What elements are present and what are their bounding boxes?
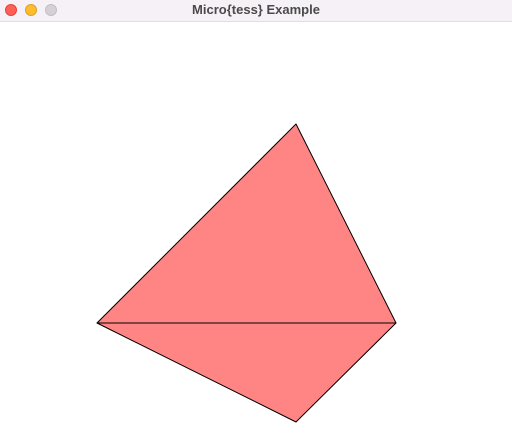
upper-triangle — [96, 123, 397, 324]
lower-triangle — [96, 322, 397, 423]
zoom-button[interactable] — [45, 4, 57, 16]
window-title: Micro{tess} Example — [192, 2, 320, 17]
title-bar[interactable]: Micro{tess} Example — [0, 0, 512, 22]
close-button[interactable] — [5, 4, 17, 16]
tessellation-svg — [96, 123, 397, 423]
minimize-button[interactable] — [25, 4, 37, 16]
drawing-canvas[interactable] — [0, 23, 512, 444]
